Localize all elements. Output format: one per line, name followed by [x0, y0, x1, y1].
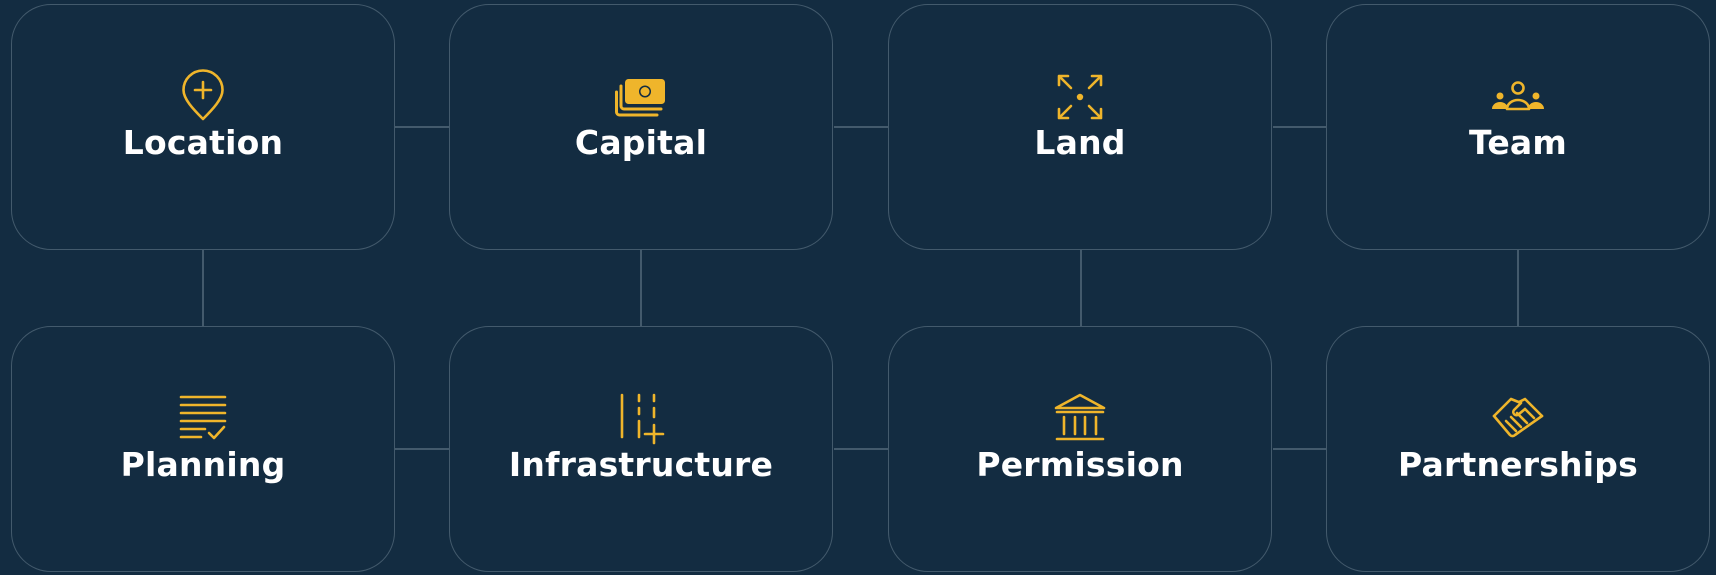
cash-stack-icon: [613, 69, 669, 125]
connector-infrastructure-permission: [834, 448, 889, 450]
lines-plus-icon: [613, 391, 669, 447]
card-label: Team: [1469, 123, 1567, 162]
card-capital[interactable]: Capital: [449, 4, 833, 250]
card-label: Partnerships: [1398, 445, 1638, 484]
card-label: Permission: [976, 445, 1184, 484]
connector-capital-infrastructure: [640, 250, 642, 327]
connector-planning-infrastructure: [395, 448, 450, 450]
card-label: Planning: [120, 445, 286, 484]
card-location[interactable]: Location: [11, 4, 395, 250]
connector-location-planning: [202, 250, 204, 327]
connector-land-team: [1273, 126, 1328, 128]
connector-capital-land: [834, 126, 889, 128]
card-label: Location: [122, 123, 284, 162]
expand-arrows-icon: [1052, 69, 1108, 125]
connector-permission-partnerships: [1273, 448, 1328, 450]
connector-land-permission: [1080, 250, 1082, 327]
connector-team-partnerships: [1517, 250, 1519, 327]
card-infrastructure[interactable]: Infrastructure: [449, 326, 833, 572]
bank-building-icon: [1052, 391, 1108, 447]
card-partnerships[interactable]: Partnerships: [1326, 326, 1710, 572]
checklist-icon: [175, 391, 231, 447]
card-permission[interactable]: Permission: [888, 326, 1272, 572]
card-land[interactable]: Land: [888, 4, 1272, 250]
connector-location-capital: [395, 126, 450, 128]
handshake-icon: [1490, 391, 1546, 447]
team-people-icon: [1490, 69, 1546, 125]
card-label: Capital: [574, 123, 708, 162]
location-pin-plus-icon: [175, 69, 231, 125]
card-team[interactable]: Team: [1326, 4, 1710, 250]
card-label: Land: [1034, 123, 1126, 162]
card-label: Infrastructure: [508, 445, 774, 484]
card-planning[interactable]: Planning: [11, 326, 395, 572]
